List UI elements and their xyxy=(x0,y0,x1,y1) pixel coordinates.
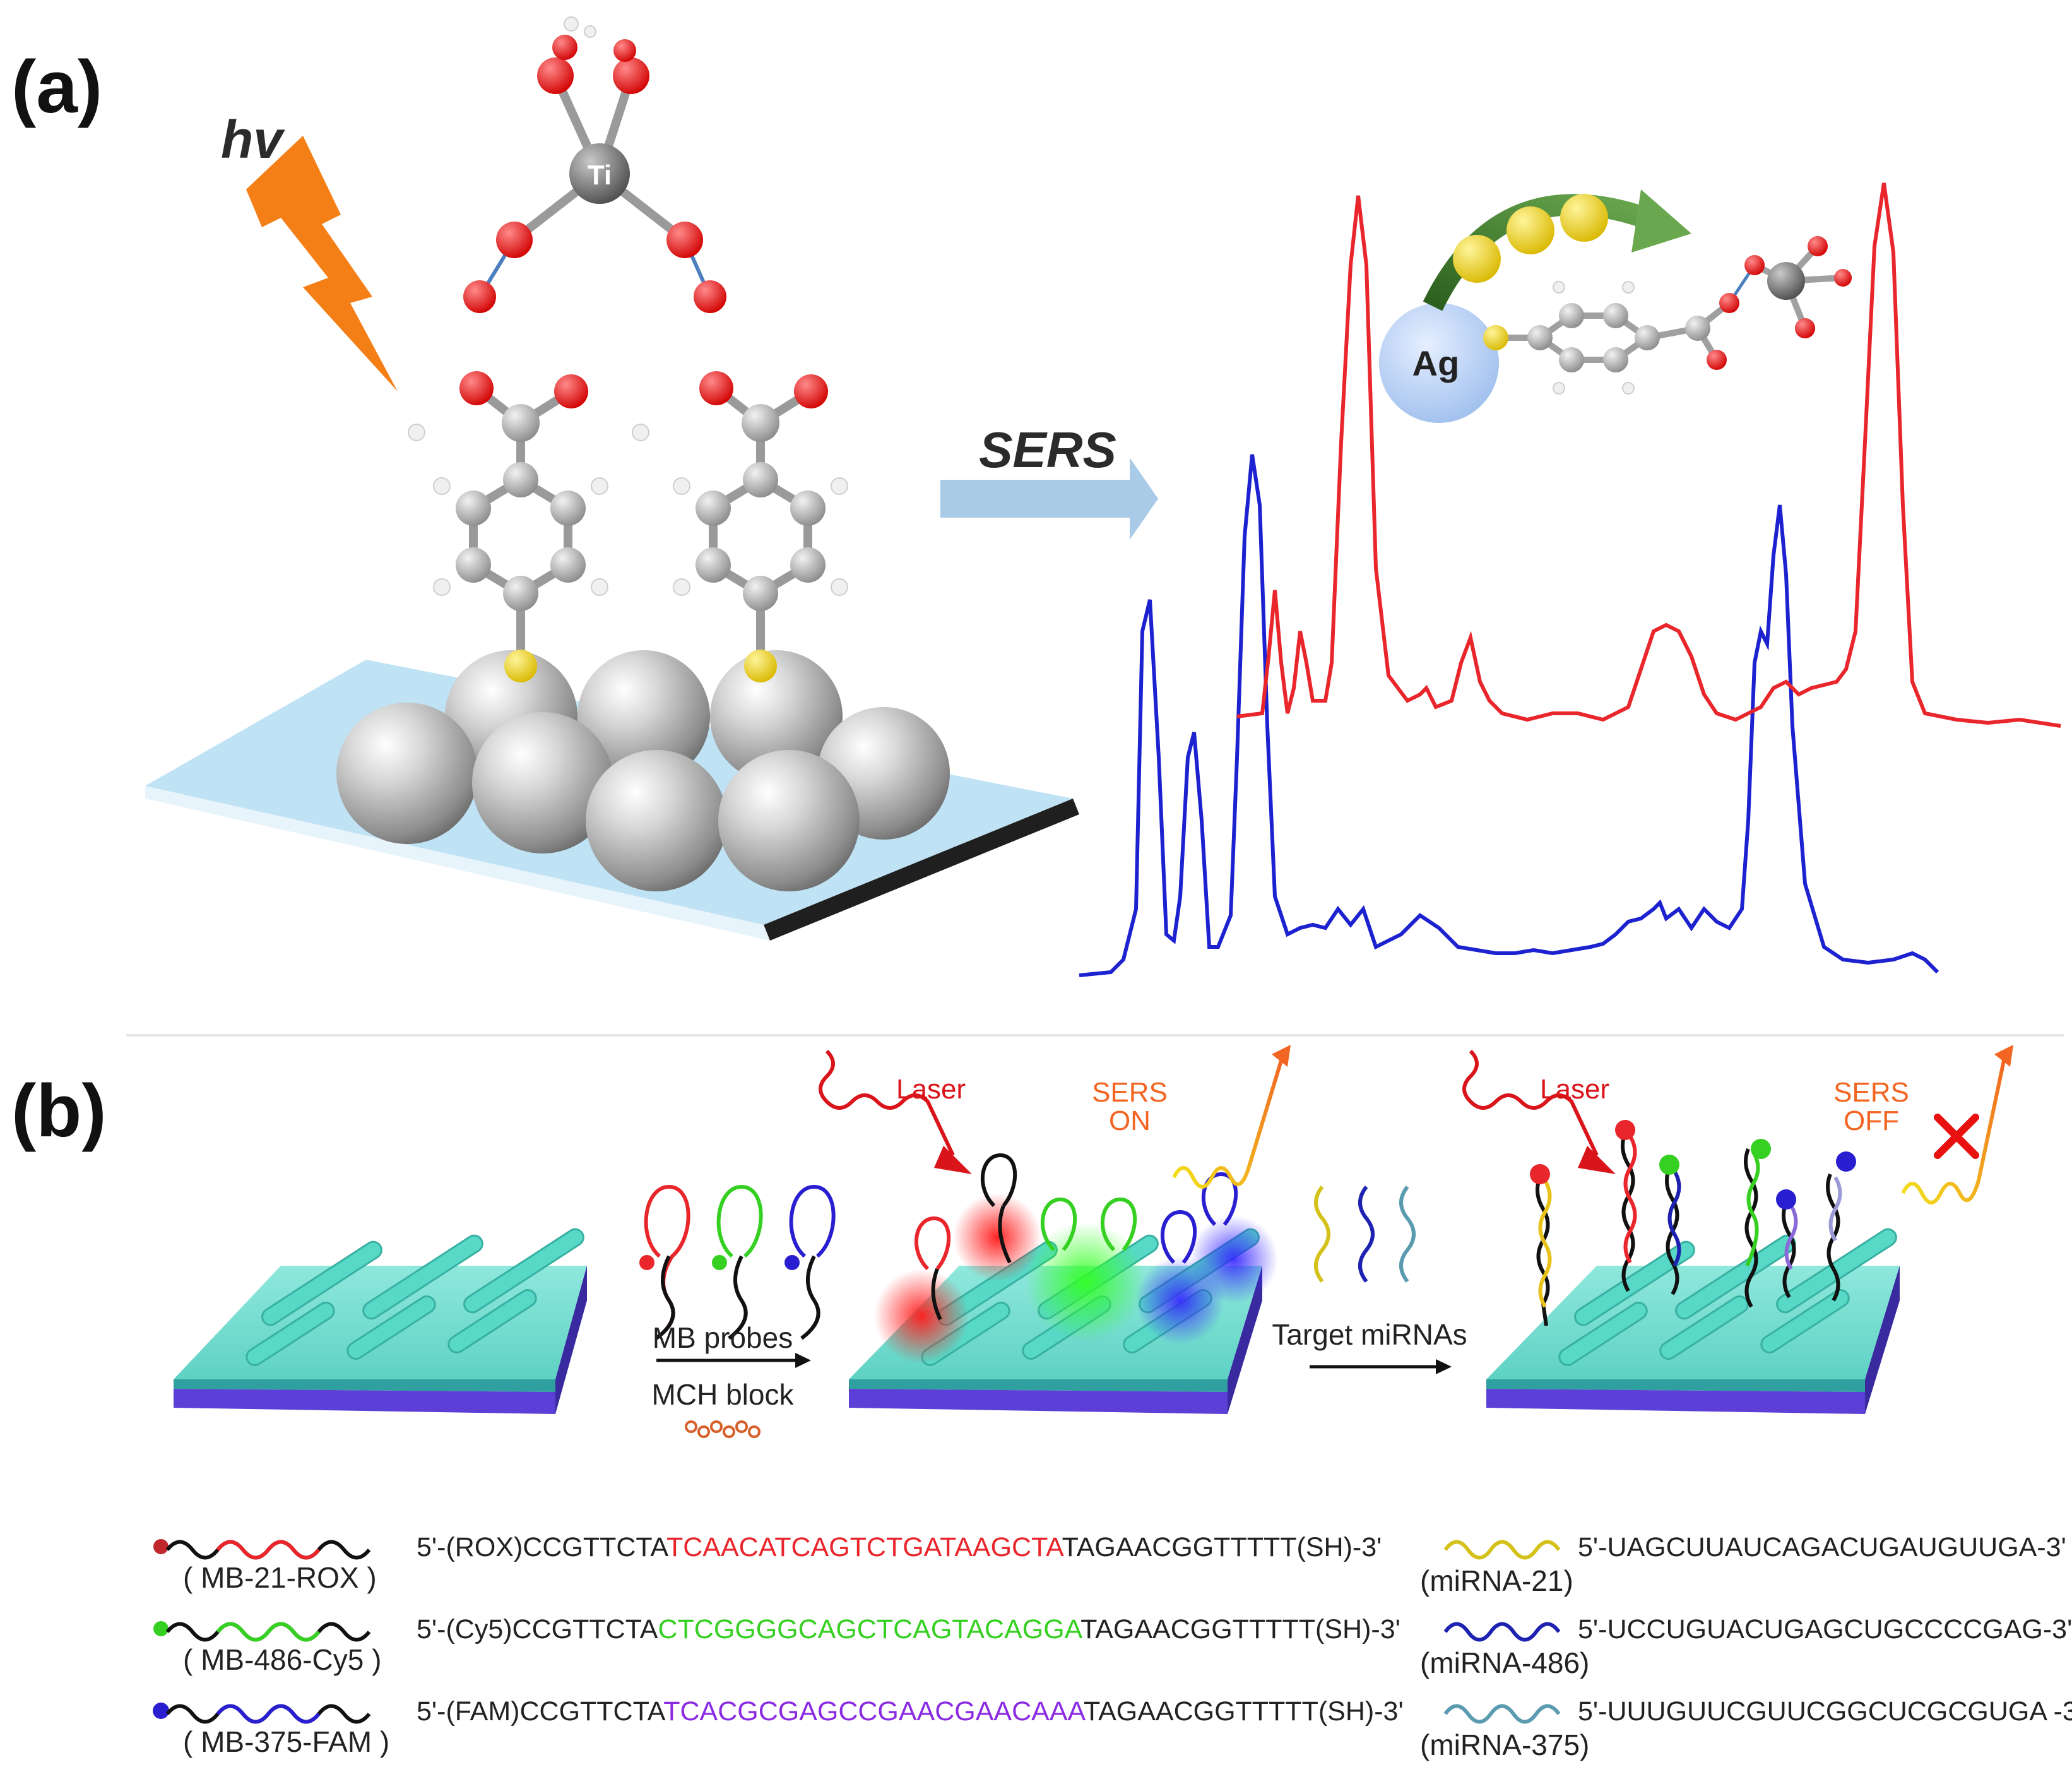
target-legend-row-2: 5'-UCCUGUACUGAGCUGCCCCGAG-3' (miRNA-486) xyxy=(1420,1614,2072,1679)
probe-seq-1: 5'-(ROX)CCGTTCTATCAACATCAGTCTGATAAGCTATA… xyxy=(417,1532,1382,1562)
target-name-3: (miRNA-375) xyxy=(1420,1728,1589,1761)
probe-name-3: ( MB-375-FAM ) xyxy=(183,1725,389,1758)
mch-molecule-icon xyxy=(685,1420,761,1438)
spectrum-red xyxy=(1236,182,2061,728)
ag-label: Ag xyxy=(1412,343,1460,383)
panel-a-label: (a) xyxy=(11,45,102,129)
sers-off-label-line1: SERS xyxy=(1833,1077,1909,1108)
probe-legend-row-2: ( MB-486-Cy5 ) 5'-(Cy5)CCGTTCTACTCGGGGCA… xyxy=(153,1614,1400,1676)
probe-legend-row-3: ( MB-375-FAM ) 5'-(FAM)CCGTTCTATCACGCGAG… xyxy=(153,1696,1404,1758)
probe-seq-3: 5'-(FAM)CCGTTCTATCACGCGAGCCGAACGAACAAATA… xyxy=(417,1696,1404,1727)
sers-on-arrowhead xyxy=(1272,1045,1291,1067)
step2-label: Target miRNAs xyxy=(1272,1318,1467,1351)
step1-label-bottom: MCH block xyxy=(652,1378,795,1411)
target-legend-row-1: 5'-UAGCUUAUCAGACUGAUGUUGA-3' (miRNA-21) xyxy=(1420,1532,2066,1597)
electron-spheres xyxy=(1453,194,1608,283)
probe-name-1: ( MB-21-ROX ) xyxy=(183,1561,377,1594)
probe-seq-2: 5'-(Cy5)CCGTTCTACTCGGGGCAGCTCAGTACAGGATA… xyxy=(417,1614,1400,1644)
step2-arrowhead xyxy=(1436,1359,1452,1374)
ti-atom-label: Ti xyxy=(588,160,612,191)
spectrum-blue xyxy=(1079,454,1939,977)
sers-off-label-line2: OFF xyxy=(1844,1105,1899,1136)
panel-b-label: (b) xyxy=(11,1069,107,1153)
sers-off-arrowhead xyxy=(1994,1045,2013,1067)
target-name-1: (miRNA-21) xyxy=(1420,1564,1573,1597)
laser-beam-1 xyxy=(819,1049,955,1157)
lightning-bolt-icon xyxy=(246,136,398,391)
laser-beam-2 xyxy=(1462,1049,1599,1157)
sers-on-label-line1: SERS xyxy=(1092,1077,1168,1108)
sers-arrow-label: SERS xyxy=(979,422,1116,478)
laser-arrowhead-1 xyxy=(934,1146,972,1174)
step1-arrowhead xyxy=(795,1353,811,1368)
target-legend: 5'-UAGCUUAUCAGACUGAUGUUGA-3' (miRNA-21) … xyxy=(1420,1532,2072,1761)
sers-on-label-line2: ON xyxy=(1109,1105,1151,1136)
laser-arrowhead-2 xyxy=(1578,1146,1616,1174)
mb-probes-icon xyxy=(639,1184,836,1340)
inset-molecule xyxy=(1483,236,1852,395)
target-name-2: (miRNA-486) xyxy=(1420,1646,1589,1679)
substrate-chip-probes xyxy=(849,1153,1278,1414)
laser-label-2: Laser xyxy=(1540,1074,1609,1105)
step1-label-top: MB probes xyxy=(653,1321,793,1354)
target-seq-1: 5'-UAGCUUAUCAGACUGAUGUUGA-3' xyxy=(1578,1532,2066,1562)
target-seq-3: 5'-UUUGUUCGUUCGGCUCGCGUGA -3' xyxy=(1578,1696,2072,1727)
silver-nanospheres xyxy=(336,650,950,891)
probe-name-2: ( MB-486-Cy5 ) xyxy=(183,1643,381,1676)
target-seq-2: 5'-UCCUGUACUGAGCUGCCCCGAG-3' xyxy=(1578,1614,2072,1644)
electron-transfer-arrowhead xyxy=(1631,189,1691,253)
target-mirnas-icon xyxy=(1314,1186,1416,1283)
ti-complex-molecule xyxy=(408,16,848,682)
sers-arrow-icon xyxy=(940,458,1158,540)
probe-legend-row-1: ( MB-21-ROX ) 5'-(ROX)CCGTTCTATCAACATCAG… xyxy=(153,1532,1382,1594)
target-legend-row-3: 5'-UUUGUUCGUUCGGCUCGCGUGA -3' (miRNA-375… xyxy=(1420,1696,2072,1761)
substrate-chip-bare xyxy=(174,1228,587,1414)
laser-label-1: Laser xyxy=(896,1074,966,1105)
sers-off-wave xyxy=(1901,1060,2006,1204)
probe-legend: ( MB-21-ROX ) 5'-(ROX)CCGTTCTATCAACATCAG… xyxy=(153,1532,1404,1758)
hv-label: hv xyxy=(221,110,285,169)
sers-on-wave xyxy=(1172,1060,1283,1189)
substrate-chip-hybridized xyxy=(1486,1120,1900,1414)
blocked-x-icon xyxy=(1934,1114,1979,1159)
ag-nanoparticle xyxy=(1379,303,1499,423)
